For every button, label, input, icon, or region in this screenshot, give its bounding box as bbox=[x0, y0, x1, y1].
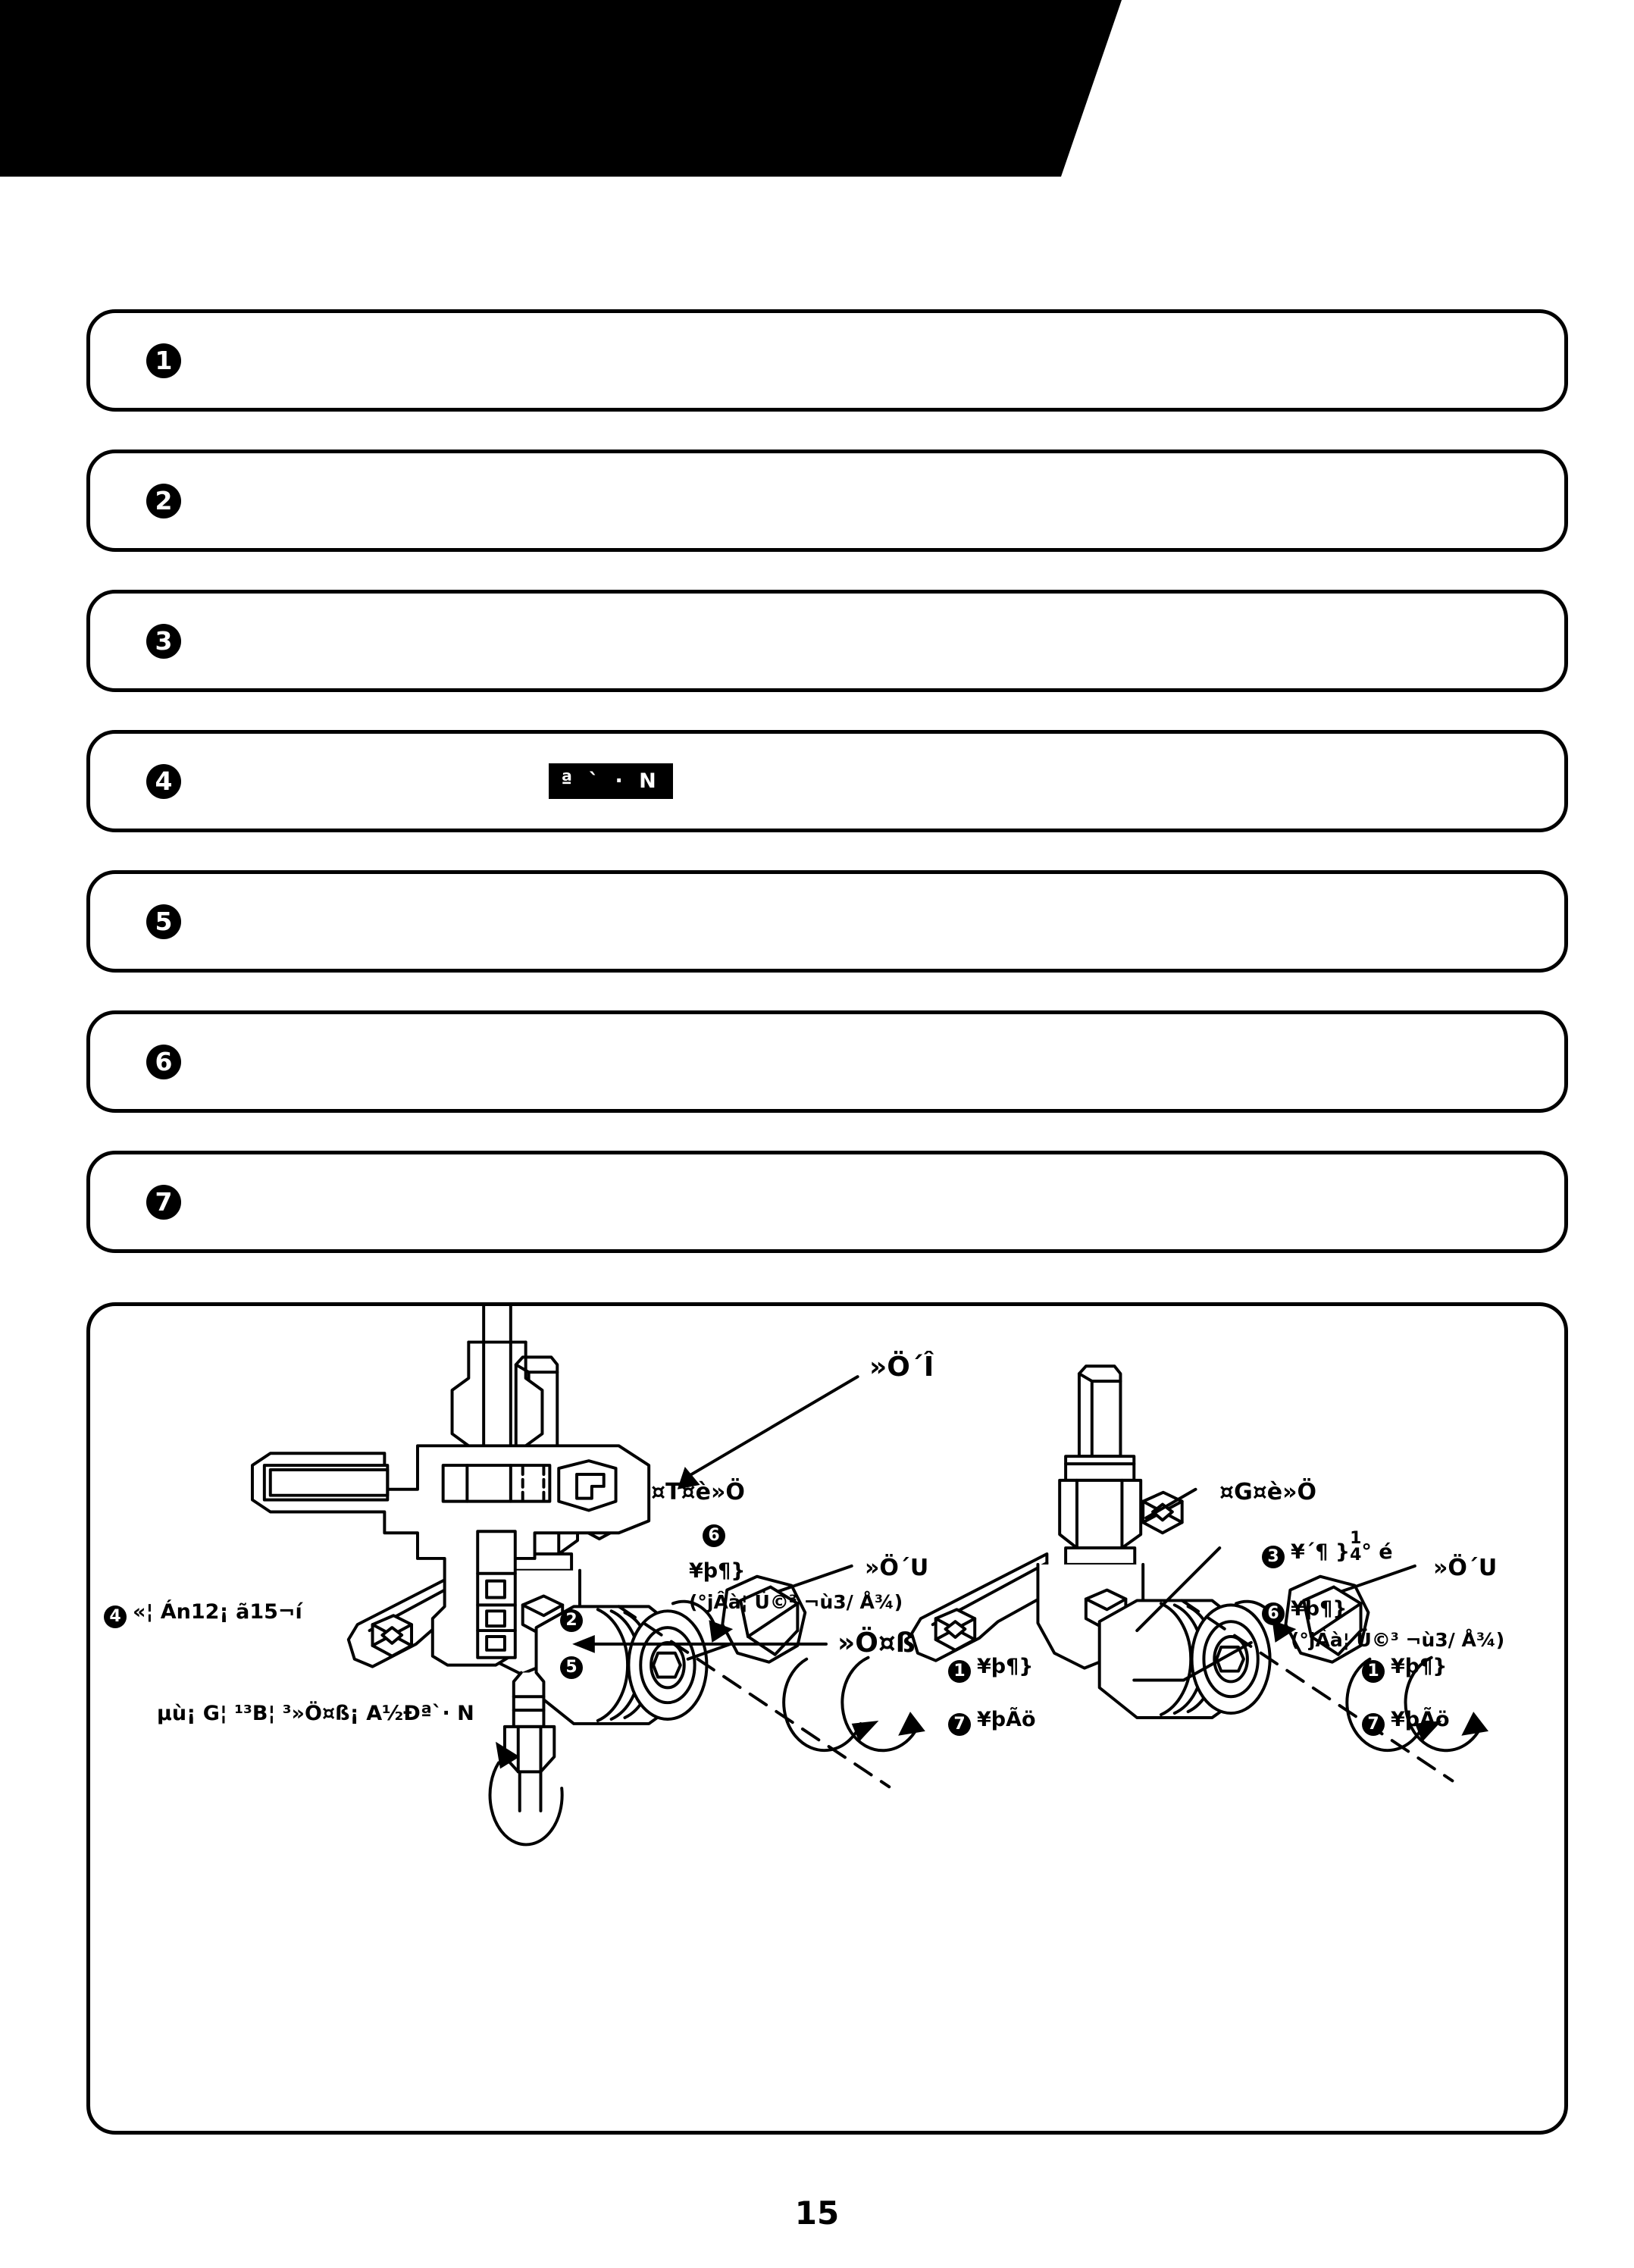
step-text-6 bbox=[204, 1014, 1549, 1109]
left-note-6-line1: ¥þ¶} bbox=[689, 1559, 746, 1583]
center-right-state-open: 1 ¥þ¶} bbox=[1362, 1655, 1448, 1683]
left-top-callout: ¤T¤è»Ö bbox=[651, 1479, 745, 1505]
left-note-6-badge: 6 bbox=[703, 1524, 725, 1547]
right-note-6-badge: 6 bbox=[1262, 1602, 1285, 1625]
step-box-4: 4 ª ` · N bbox=[86, 730, 1568, 832]
diagram-panel: ¤T¤è»Ö 6 ¥þ¶} (°jÂà¦ Ü©³ ¬ù3/ Å¾) 4 «¦ Án… bbox=[86, 1302, 1568, 2135]
right-note-3-frac-denominator: 4 bbox=[1350, 1546, 1362, 1565]
step-badge-6: 6 bbox=[146, 1044, 181, 1079]
center-left-text-7: ¥þÃö bbox=[977, 1708, 1036, 1731]
left-note-4: 4 «¦ Án12¡ ã15¬í bbox=[104, 1600, 302, 1628]
step-badge-2: 2 bbox=[146, 483, 181, 518]
center-right-coupling bbox=[1284, 1574, 1370, 1664]
center-left-state-open: 1 ¥þ¶} bbox=[948, 1655, 1034, 1683]
center-right-badge-7: 7 bbox=[1362, 1713, 1385, 1736]
rotation-arrow-cl-1 bbox=[782, 1657, 862, 1753]
step-badge-1: 1 bbox=[146, 343, 181, 378]
left-badge-5-wrap: 5 bbox=[560, 1656, 583, 1679]
right-valve-illustration bbox=[909, 1364, 1272, 1719]
left-badge-2-wrap: 2 bbox=[560, 1609, 583, 1632]
center-right-text-1: ¥þ¶} bbox=[1391, 1655, 1448, 1678]
leader-center-right-nut bbox=[1339, 1564, 1416, 1593]
left-note-6-badge-wrap: 6 bbox=[703, 1524, 725, 1547]
left-note-4-badge: 4 bbox=[104, 1605, 127, 1628]
right-note-3-frac-numerator: 1 bbox=[1350, 1529, 1362, 1548]
step-text-4: ª ` · N bbox=[204, 734, 1549, 829]
page-number: 15 bbox=[794, 2194, 840, 2232]
left-bottom-note: µù¡ G¦ ¹³B¦ ³»Ö¤ß¡ A½Ðª`· N bbox=[157, 1702, 474, 1725]
step-badge-7: 7 bbox=[146, 1184, 181, 1220]
step-badge-5: 5 bbox=[146, 904, 181, 939]
step-badge-3: 3 bbox=[146, 623, 181, 659]
right-note-3-badge: 3 bbox=[1262, 1546, 1285, 1568]
center-right-nut-label: »Ö´U bbox=[1433, 1555, 1498, 1581]
right-note-3-text-post: ° é bbox=[1361, 1540, 1393, 1564]
leader-center-left-nut bbox=[776, 1564, 853, 1593]
leader-right-note6 bbox=[1132, 1640, 1253, 1682]
header-banner bbox=[0, 0, 1122, 177]
step-text-2 bbox=[204, 453, 1549, 548]
step-text-3 bbox=[204, 594, 1549, 688]
rotation-arrow-cr-1 bbox=[1345, 1657, 1426, 1753]
rotation-arrow-cr-2 bbox=[1404, 1656, 1482, 1753]
left-note-4-text: «¦ Án12¡ ã15¬í bbox=[133, 1600, 302, 1624]
left-note-6-line2: (°jÂà¦ Ü©³ ¬ù3/ Å¾) bbox=[689, 1591, 903, 1613]
axis-dashed-left bbox=[617, 1605, 891, 1789]
step-box-6: 6 bbox=[86, 1010, 1568, 1113]
right-top-callout: ¤G¤è»Ö bbox=[1219, 1479, 1317, 1505]
center-left-coupling bbox=[617, 1574, 891, 1789]
valve-assembly-drawing bbox=[250, 1306, 1488, 1847]
right-note-6-line2: (°jÂà¦ Ü©³ ¬ù3/ Å¾) bbox=[1291, 1629, 1505, 1651]
step-text-5 bbox=[204, 874, 1549, 969]
step-4-inline-tag: ª ` · N bbox=[549, 763, 673, 799]
step-box-2: 2 bbox=[86, 450, 1568, 552]
leader-right-note3 bbox=[1135, 1546, 1222, 1633]
step-text-7 bbox=[204, 1154, 1549, 1249]
center-left-state-closed: 7 ¥þÃö bbox=[948, 1708, 1036, 1736]
arc-left-outlet bbox=[671, 1599, 717, 1628]
step-box-1: 1 bbox=[86, 309, 1568, 412]
leader-cross-top bbox=[684, 1375, 859, 1479]
step-text-1 bbox=[204, 313, 1549, 408]
right-note-3-text-pre: ¥´¶ } bbox=[1291, 1540, 1351, 1564]
left-badge-5: 5 bbox=[560, 1656, 583, 1679]
left-badge-2: 2 bbox=[560, 1609, 583, 1632]
step-box-7: 7 bbox=[86, 1151, 1568, 1253]
center-left-text-1: ¥þ¶} bbox=[977, 1655, 1034, 1678]
center-left-badge-7: 7 bbox=[948, 1713, 971, 1736]
step-box-3: 3 bbox=[86, 590, 1568, 692]
rotation-arrow-left bbox=[488, 1761, 564, 1847]
cross-section-label-bottom: »Ö¤ß bbox=[837, 1627, 916, 1659]
center-right-text-7: ¥þÃö bbox=[1391, 1708, 1450, 1731]
center-right-state-closed: 7 ¥þÃö bbox=[1362, 1708, 1450, 1736]
cross-section-label-top: »Ö´Î bbox=[869, 1352, 934, 1383]
cross-section-illustration bbox=[250, 1306, 651, 1667]
step-box-5: 5 bbox=[86, 870, 1568, 973]
rotation-arrow-cl-2 bbox=[840, 1656, 918, 1753]
center-right-badge-1: 1 bbox=[1362, 1660, 1385, 1683]
leader-right-top bbox=[1144, 1487, 1197, 1520]
right-note-6-line1: ¥þ¶} bbox=[1291, 1597, 1348, 1621]
center-left-badge-1: 1 bbox=[948, 1660, 971, 1683]
center-left-nut-label: »Ö´U bbox=[865, 1555, 929, 1581]
step-badge-4: 4 bbox=[146, 763, 181, 799]
axis-dashed-right bbox=[1180, 1599, 1454, 1783]
right-note-6: 6 ¥þ¶} bbox=[1262, 1597, 1348, 1625]
